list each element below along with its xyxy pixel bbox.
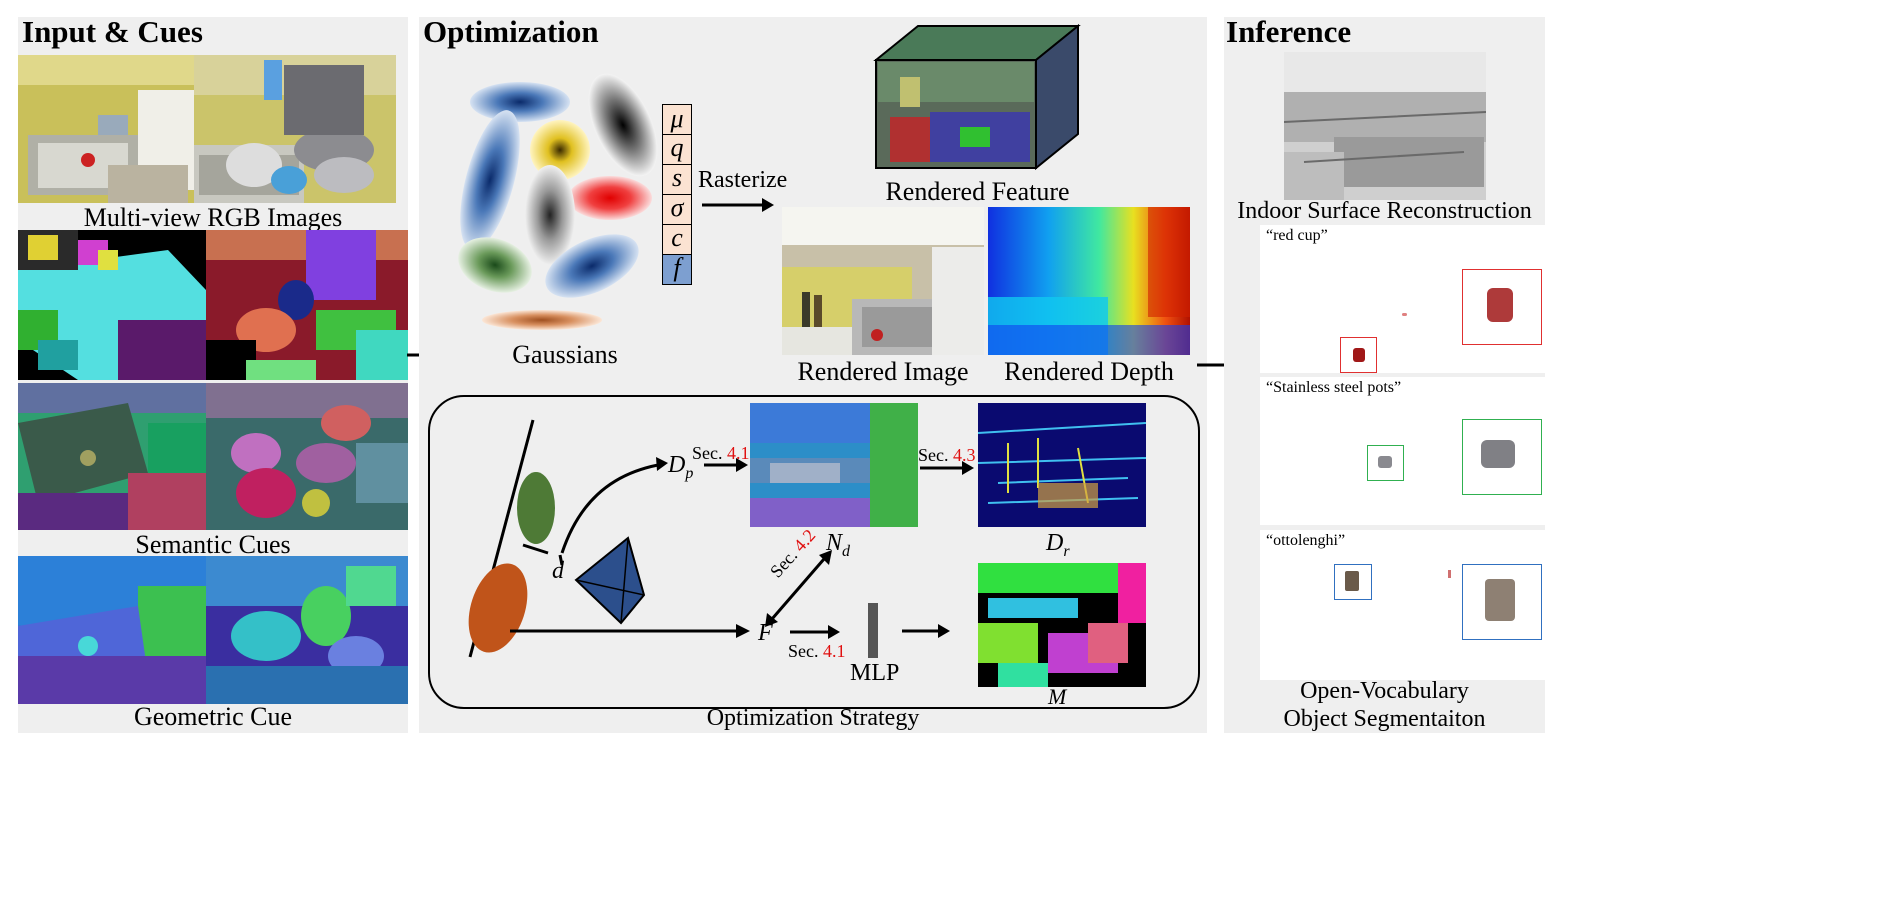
optimization-strategy-caption: Optimization Strategy xyxy=(706,705,920,731)
segmentation-caption-line1: Open-Vocabulary xyxy=(1300,678,1469,704)
optimization-strategy-box xyxy=(428,395,1200,709)
query-ottolenghi-label: “ottolenghi” xyxy=(1266,532,1346,549)
attribute-q: q xyxy=(662,135,692,165)
geometric-caption: Geometric Cue xyxy=(133,702,293,731)
ottolenghi-zoom-box xyxy=(1462,564,1542,640)
rendered-feature-caption: Rendered Feature xyxy=(885,177,1070,206)
optimization-strategy-diagram xyxy=(468,419,974,658)
m-label: M xyxy=(1048,684,1067,709)
rgb-caption: Multi-view RGB Images xyxy=(83,203,343,232)
mlp-block xyxy=(868,603,878,658)
optimization-title: Optimization xyxy=(423,14,599,49)
query-red-cup-result: “red cup” xyxy=(1260,225,1546,373)
mlp-label: MLP xyxy=(850,660,900,686)
segmentation-mask-image xyxy=(978,563,1146,687)
nd-label: Nd xyxy=(826,530,851,560)
attribute-sigma: σ xyxy=(662,195,692,225)
attribute-f: f xyxy=(662,255,692,285)
dp-label: Dp xyxy=(668,452,694,482)
query-red-cup-label: “red cup” xyxy=(1266,227,1328,244)
depth-normal-image xyxy=(750,403,918,527)
semantic-image-1 xyxy=(18,230,206,380)
rasterize-label: Rasterize xyxy=(698,167,788,193)
gaussians-illustration xyxy=(458,73,658,330)
attribute-c: c xyxy=(662,225,692,255)
rgb-image-1 xyxy=(18,55,194,203)
input-cues-title: Input & Cues xyxy=(22,14,203,49)
rendered-image-caption: Rendered Image xyxy=(797,357,969,386)
gaussian-attributes: μ q s σ c f xyxy=(662,104,692,285)
semantic-image-3 xyxy=(18,383,206,530)
rendered-image xyxy=(782,207,984,355)
semantic-caption: Semantic Cues xyxy=(135,530,291,559)
semantic-image-2 xyxy=(206,230,408,380)
query-ottolenghi-result: “ottolenghi” xyxy=(1260,530,1546,680)
segmentation-caption-line2: Object Segmentaiton xyxy=(1283,706,1486,732)
green-gaussian xyxy=(517,472,555,544)
ottolenghi-small-box xyxy=(1334,564,1372,600)
surface-reconstruction-image xyxy=(1284,52,1486,200)
surface-reconstruction-caption: Indoor Surface Reconstruction xyxy=(1237,198,1532,224)
sec-ref-dr: Sec. 4.3 xyxy=(918,445,976,465)
d-label: d xyxy=(552,558,564,584)
query-steel-pots-result: “Stainless steel pots” xyxy=(1260,377,1546,525)
attribute-s: s xyxy=(662,165,692,195)
rasterize-arrow xyxy=(702,198,774,212)
orange-gaussian xyxy=(468,563,528,653)
steel-pots-zoom-box xyxy=(1462,419,1542,495)
depth-rendered-edges-image xyxy=(978,403,1146,527)
ottolenghi-speck xyxy=(1448,570,1451,578)
steel-pots-small-box xyxy=(1367,445,1404,481)
f-label: F xyxy=(758,620,773,646)
sec-ref-mlp: Sec. 4.1 xyxy=(788,641,846,661)
red-cup-zoom-box xyxy=(1462,269,1542,345)
semantic-image-4 xyxy=(206,383,408,530)
red-cup-small-box xyxy=(1340,337,1377,373)
rendered-depth xyxy=(988,207,1190,355)
rendered-depth-caption: Rendered Depth xyxy=(1004,357,1174,386)
rendered-feature-cube xyxy=(873,23,1081,171)
rgb-image-2 xyxy=(194,55,396,203)
inference-title: Inference xyxy=(1226,14,1352,49)
dr-label: Dr xyxy=(1046,530,1070,560)
sec-ref-dp: Sec. 4.1 xyxy=(692,443,750,463)
attribute-mu: μ xyxy=(662,104,692,135)
red-cup-speck xyxy=(1402,313,1407,316)
geometric-image-2 xyxy=(206,556,408,704)
geometric-image-1 xyxy=(18,556,206,704)
gaussians-caption: Gaussians xyxy=(512,340,618,369)
query-steel-pots-label: “Stainless steel pots” xyxy=(1266,379,1402,396)
